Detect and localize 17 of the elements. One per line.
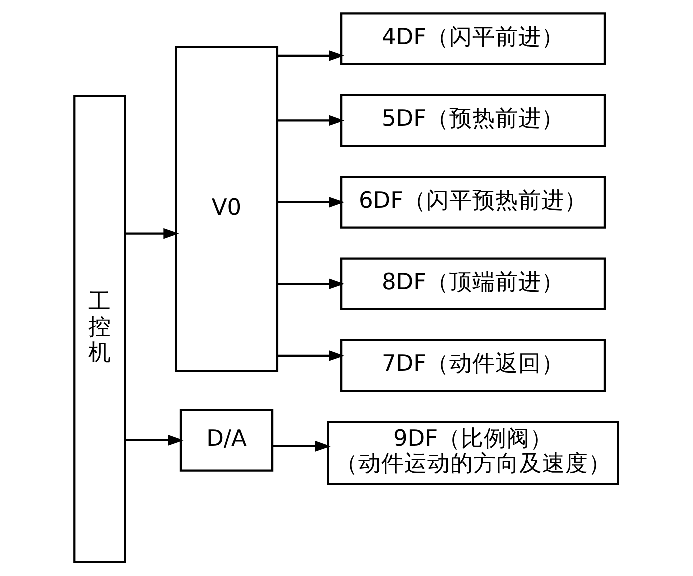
arrow (126, 228, 180, 240)
arrow (278, 278, 345, 290)
node-box: 7DF（动件返回） (340, 339, 606, 392)
arrow (278, 350, 345, 362)
node-box: D/A (180, 409, 274, 472)
arrow (272, 441, 331, 452)
node-box: 6DF（闪平预热前进） (340, 176, 606, 229)
arrow (126, 435, 184, 446)
node-box: 4DF（闪平前进） (340, 12, 606, 66)
node-box: 5DF（预热前进） (340, 94, 606, 148)
arrow (278, 50, 345, 62)
arrow (278, 196, 345, 208)
arrow (278, 115, 345, 126)
node-box: 8DF（顶端前进） (340, 258, 606, 311)
node-box: V0 (175, 46, 279, 373)
node-box: 工控机 (74, 95, 126, 564)
node-box: 9DF（比例阀） （动件运动的方向及速度） (327, 421, 620, 486)
